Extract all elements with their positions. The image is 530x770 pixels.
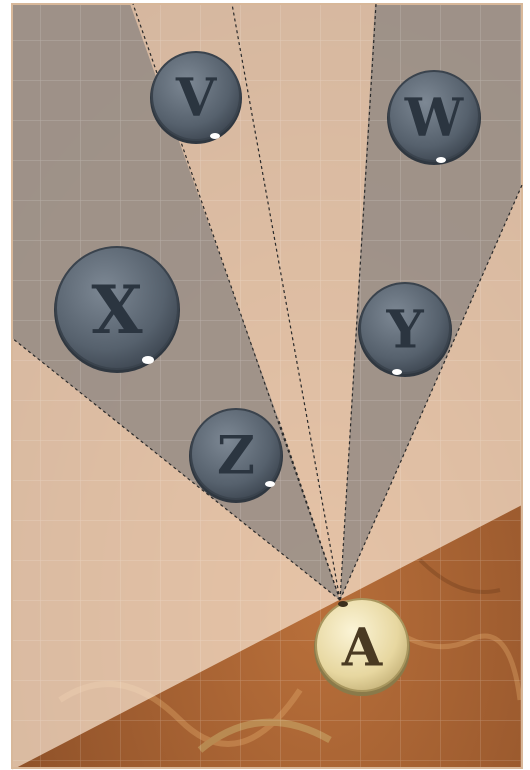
counter-z[interactable]: Z: [189, 409, 283, 503]
counter-y[interactable]: Y: [358, 283, 452, 377]
counter-x-label: X: [91, 271, 143, 349]
counter-highlight: [436, 157, 446, 163]
counter-w-label: W: [404, 88, 465, 149]
counter-y-label: Y: [385, 300, 424, 361]
counter-highlight: [392, 369, 402, 375]
counter-highlight: [210, 133, 220, 139]
counter-a[interactable]: A: [314, 599, 410, 696]
counter-v-label: V: [175, 68, 218, 129]
counter-v[interactable]: V: [150, 52, 242, 144]
counter-a-label: A: [341, 618, 383, 679]
observer-point: [338, 601, 348, 607]
counter-w[interactable]: W: [387, 71, 481, 165]
counter-highlight: [142, 356, 154, 364]
counter-z-label: Z: [217, 426, 255, 487]
counter-highlight: [265, 481, 275, 487]
counter-x[interactable]: X: [54, 247, 180, 373]
